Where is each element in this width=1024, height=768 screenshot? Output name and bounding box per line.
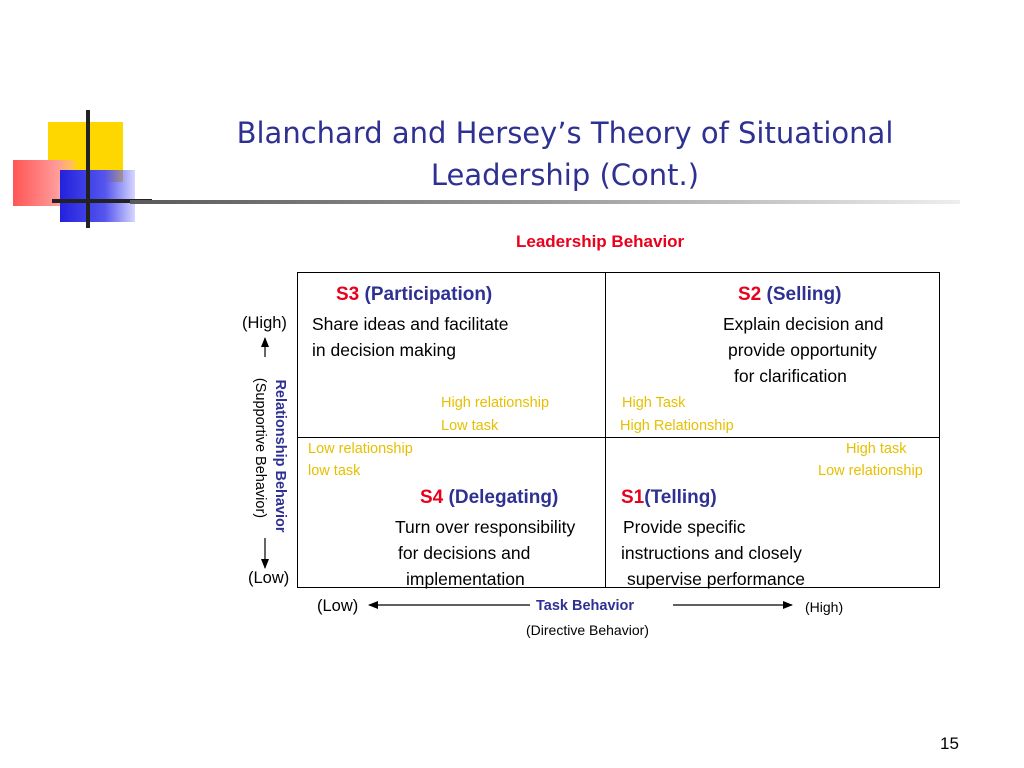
s1-name: (Telling) (644, 487, 717, 508)
s3-name: (Participation) (364, 284, 493, 305)
s1-line2: instructions and closely (621, 543, 802, 563)
page-number: 15 (940, 734, 959, 753)
slide-title-line1: Blanchard and Hersey’s Theory of Situati… (236, 116, 894, 150)
s3-task-label: Low task (441, 418, 499, 434)
x-axis-title: Task Behavior (536, 598, 635, 614)
s4-relationship-label: Low relationship (308, 441, 413, 457)
s2-task-label: High Task (622, 395, 686, 411)
s2-relationship-label: High Relationship (620, 418, 734, 434)
s4-line3: implementation (406, 569, 525, 589)
logo-blue-square (60, 170, 135, 222)
logo-vertical-line (86, 110, 90, 228)
s2-name: (Selling) (766, 284, 842, 305)
s2-line1: Explain decision and (723, 314, 884, 334)
s4-task-label: low task (308, 463, 361, 479)
grid-horizontal-divider (297, 437, 940, 438)
x-axis-high-label: (High) (805, 599, 844, 615)
s2-line3: for clarification (734, 366, 847, 386)
s1-task-label: High task (846, 441, 907, 457)
s1-heading: S1(Telling) (621, 487, 717, 509)
s4-line2: for decisions and (398, 543, 531, 563)
s3-line1: Share ideas and facilitate (312, 314, 509, 334)
s4-code: S4 (420, 487, 444, 508)
diagram-top-label: Leadership Behavior (516, 232, 685, 251)
s1-line3: supervise performance (627, 569, 805, 589)
s4-name: (Delegating) (448, 487, 559, 508)
s3-code: S3 (336, 284, 360, 305)
s3-line2: in decision making (312, 340, 456, 360)
logo-horizontal-line (52, 199, 152, 203)
slide-title-line2: Leadership (Cont.) (430, 158, 700, 192)
s2-line2: provide opportunity (728, 340, 877, 360)
s4-line1: Turn over responsibility (395, 517, 576, 537)
x-axis-subtitle: (Directive Behavior) (526, 622, 649, 638)
s2-heading: S2 (Selling) (738, 284, 841, 306)
s1-code: S1 (621, 487, 645, 508)
grid-vertical-divider (605, 272, 606, 588)
s3-heading: S3 (Participation) (336, 284, 492, 306)
y-axis-low-label: (Low) (248, 569, 290, 587)
title-underline (130, 200, 960, 204)
slide-title: Blanchard and Hersey’s Theory of Situati… (165, 112, 965, 196)
s2-code: S2 (738, 284, 762, 305)
s1-line1: Provide specific (623, 517, 746, 537)
quadrant-grid (297, 272, 940, 588)
x-axis-low-label: (Low) (317, 597, 359, 615)
s4-heading: S4 (Delegating) (420, 487, 558, 509)
s3-relationship-label: High relationship (441, 395, 550, 411)
s1-relationship-label: Low relationship (818, 463, 923, 479)
y-axis-high-label: (High) (242, 314, 287, 332)
